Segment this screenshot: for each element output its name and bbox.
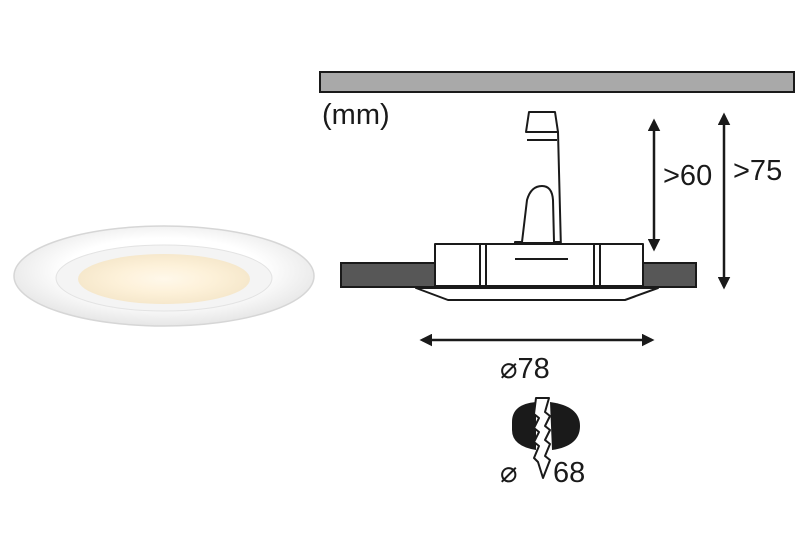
fixture-trim-ring xyxy=(415,287,659,301)
downlight-lens-glow xyxy=(78,254,250,304)
hole-saw-blade-icon xyxy=(533,397,551,479)
unit-label: (mm) xyxy=(322,99,390,131)
ceiling-panel-left xyxy=(340,262,437,288)
cutout-diameter-symbol: ⌀ xyxy=(500,457,517,489)
downlight-product xyxy=(13,225,315,327)
cutout-diameter-label: 68 xyxy=(553,457,585,489)
fixture-housing xyxy=(434,243,644,287)
ceiling-panel-right xyxy=(641,262,697,288)
dimension-label-60: >60 xyxy=(663,160,712,192)
dimension-label-78: ⌀78 xyxy=(500,353,550,385)
spring-clip xyxy=(514,111,562,252)
ceiling-board xyxy=(319,71,795,93)
dimension-label-75: >75 xyxy=(733,155,782,187)
cutout-symbol xyxy=(512,397,580,479)
cutout-hole-icon xyxy=(512,402,536,450)
